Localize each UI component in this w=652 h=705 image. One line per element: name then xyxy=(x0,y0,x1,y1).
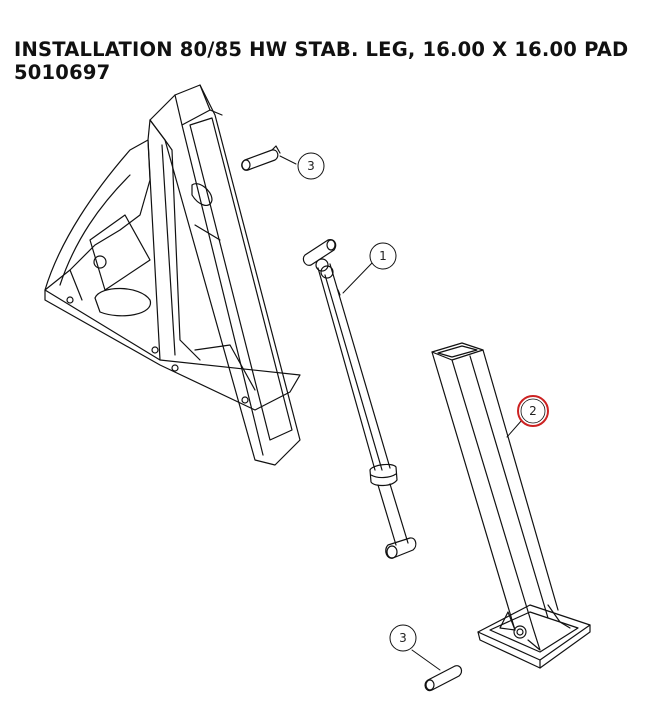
hydraulic-cylinder xyxy=(302,239,417,559)
pin-bottom xyxy=(411,649,463,692)
title-line-1: INSTALLATION 80/85 HW STAB. LEG, 16.00 X… xyxy=(14,38,629,61)
stabilizer-leg xyxy=(431,342,591,669)
pin-top xyxy=(241,145,297,171)
title-line-2: 5010697 xyxy=(14,61,111,84)
callout-1-label: 1 xyxy=(379,249,387,263)
callout-3-top-label: 3 xyxy=(307,159,315,173)
mounting-bracket xyxy=(44,84,301,466)
drawing-title: INSTALLATION 80/85 HW STAB. LEG, 16.00 X… xyxy=(14,38,644,84)
callout-3-top: 3 xyxy=(297,152,325,180)
callout-2: 2 xyxy=(517,395,549,427)
callout-2-label: 2 xyxy=(529,404,537,418)
callout-3-bottom-label: 3 xyxy=(399,631,407,645)
callout-3-bottom: 3 xyxy=(389,624,417,652)
callout-1: 1 xyxy=(369,242,397,270)
